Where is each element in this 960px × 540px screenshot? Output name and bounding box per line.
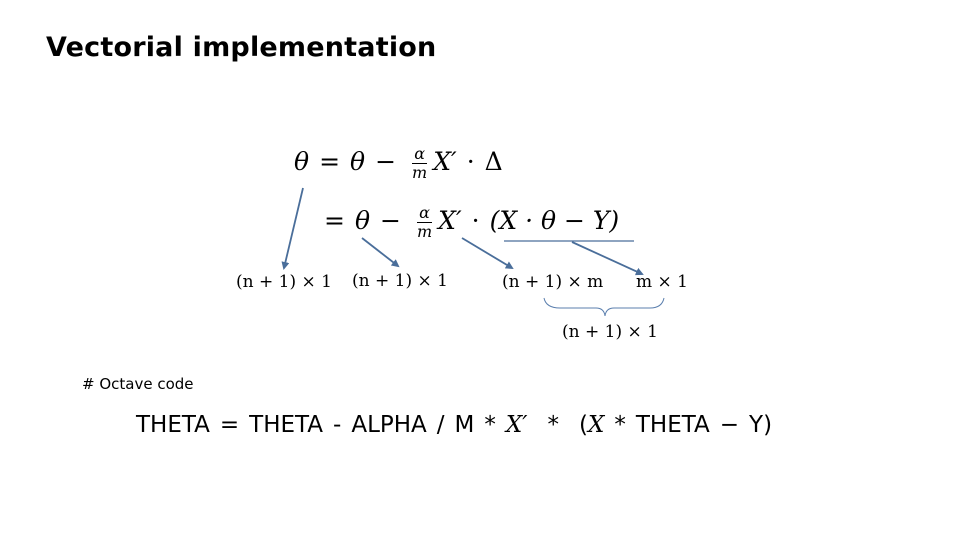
dim-theta-lhs: (n + 1) × 1 [236, 272, 332, 292]
arrow-theta-rhs [361, 237, 400, 268]
product-brace [543, 297, 665, 317]
slide-title: Vectorial implementation [46, 32, 437, 63]
code-token: ( [579, 412, 588, 438]
fraction-numerator: α [416, 205, 433, 223]
code-token: − [719, 412, 740, 438]
minus-sign: − [380, 206, 401, 235]
dim-xprime: (n + 1) × m [502, 272, 604, 292]
code-token-x: X [588, 412, 605, 438]
x-transpose: X′ [438, 206, 462, 235]
theta-symbol: θ [350, 147, 366, 176]
dim-theta-rhs: (n + 1) × 1 [352, 271, 448, 291]
dot-operator: · [466, 147, 475, 176]
x-transpose: X′ [433, 147, 457, 176]
equals-sign: = [319, 147, 341, 176]
fraction-numerator: α [412, 146, 428, 164]
code-token: X′ [505, 412, 528, 438]
error-expression: (X · θ − Y) [489, 206, 620, 235]
code-comment: # Octave code [82, 375, 194, 393]
code-token: * [547, 412, 560, 438]
octave-code-line: THETA=THETA-ALPHA/M*X′*(X*THETA−Y) [136, 412, 782, 438]
code-token: / [436, 412, 445, 438]
arrow-theta-lhs [281, 187, 304, 270]
code-token: M [454, 412, 475, 438]
dot-operator: · [471, 206, 480, 235]
theta-symbol: θ [354, 206, 371, 235]
arrow-delta [571, 241, 644, 276]
code-token: = [219, 412, 240, 438]
code-token: * [484, 412, 496, 438]
code-token: THETA [249, 412, 324, 438]
code-token: * [614, 412, 626, 438]
arrow-xprime [461, 237, 514, 270]
dim-delta: m × 1 [636, 272, 688, 292]
equals-sign: = [324, 206, 345, 235]
code-token: Y) [749, 412, 773, 438]
theta-lhs: θ [294, 147, 310, 176]
code-token: THETA [635, 412, 710, 438]
code-token: THETA [136, 412, 210, 438]
delta-symbol: Δ [484, 147, 503, 176]
minus-sign: − [375, 147, 397, 176]
dim-product: (n + 1) × 1 [562, 322, 658, 342]
fraction-denominator: m [412, 163, 428, 182]
code-token: - [333, 412, 342, 438]
fraction-denominator: m [416, 222, 433, 241]
code-token: ALPHA [351, 412, 427, 438]
